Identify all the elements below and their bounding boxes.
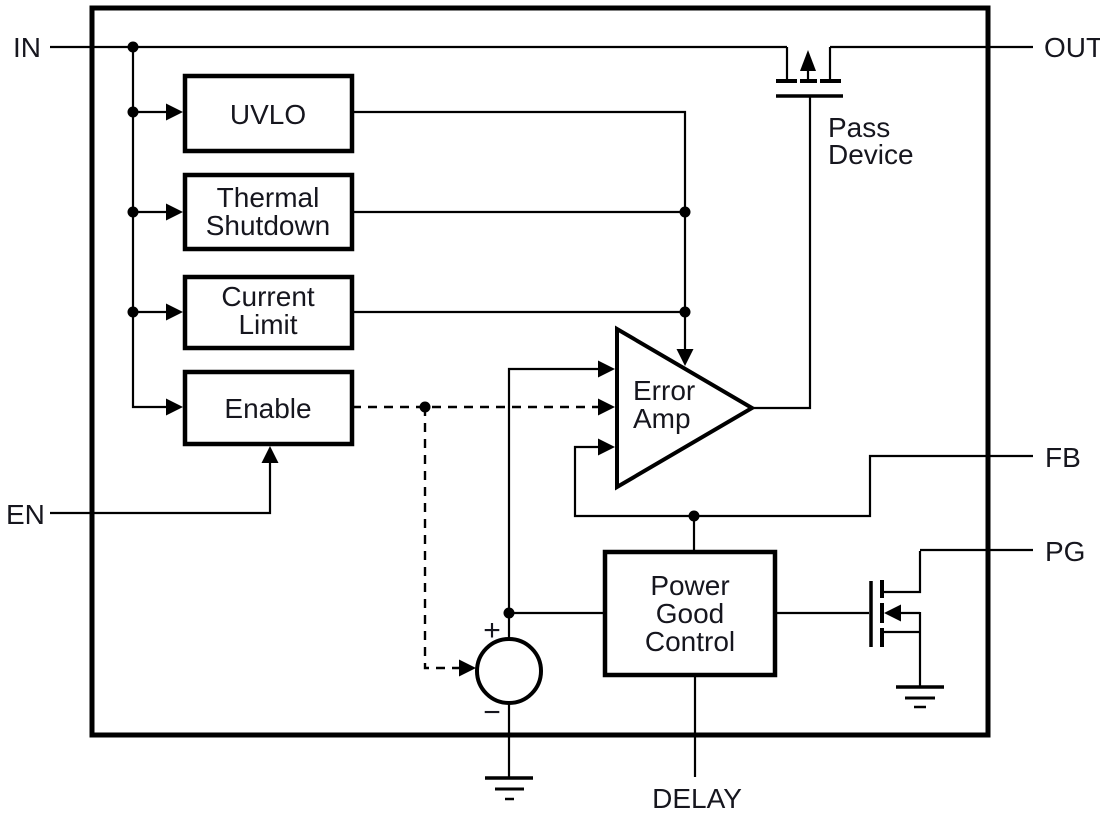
in-rail (131, 47, 166, 409)
reference-minus-sign: − (483, 696, 501, 729)
en-wire (50, 461, 272, 515)
enable-box (182, 369, 355, 447)
error-amp-output-wire (752, 96, 812, 410)
thermal-shutdown-box (182, 172, 355, 252)
voltage-reference: + − (475, 614, 543, 801)
junction-dot (127, 41, 139, 53)
error-amp-label-line2: Amp (633, 403, 691, 434)
arrowhead-enable-input (166, 398, 183, 416)
junction-dot (127, 306, 139, 318)
pin-label-en: EN (6, 499, 45, 530)
pin-labels: IN OUT EN FB PG DELAY (6, 32, 1100, 814)
pass-device-label-line1: Pass (828, 112, 890, 143)
thermal-shutdown-label-line1: Thermal (217, 182, 320, 213)
uvlo-output-wire (352, 110, 687, 351)
pass-device-transistor: Pass Device (776, 47, 914, 170)
power-good-control-label-line3: Control (645, 626, 735, 657)
current-limit-label-line2: Limit (238, 309, 297, 340)
junction-dot (127, 106, 139, 118)
arrowhead-error-amp-top (676, 349, 694, 366)
arrowhead-uvlo-input (166, 103, 183, 121)
pin-label-out: OUT (1044, 32, 1100, 63)
junction-dot (503, 607, 515, 619)
uvlo-label: UVLO (230, 99, 306, 130)
reference-plus-sign: + (483, 614, 501, 647)
pin-label-in: IN (13, 32, 41, 63)
pg-ground-symbol (896, 685, 944, 709)
block-current-limit: Current Limit (182, 274, 355, 351)
pin-label-fb: FB (1045, 442, 1081, 473)
error-amp-label-line1: Error (633, 375, 695, 406)
enable-label: Enable (224, 393, 311, 424)
junction-dot (419, 401, 431, 413)
pass-device-label-line2: Device (828, 139, 914, 170)
thermal-shutdown-label-line2: Shutdown (206, 210, 331, 241)
block-power-good-control: Power Good Control (602, 549, 778, 678)
arrowhead-pass-up (800, 50, 816, 71)
junction-dot (679, 206, 691, 218)
arrowhead-current-limit-input (166, 303, 183, 321)
arrowhead-en-up (261, 446, 279, 463)
error-amp-triangle (615, 325, 756, 491)
block-uvlo: UVLO (182, 73, 355, 154)
current-limit-box (182, 274, 355, 351)
junction-dot (127, 206, 139, 218)
power-good-control-label-line1: Power (650, 570, 729, 601)
pg-transistor (869, 580, 944, 709)
block-enable: Enable (182, 369, 355, 447)
reference-circle (475, 637, 543, 705)
junction-dot (679, 306, 691, 318)
enable-dashed-branch (423, 407, 460, 670)
arrowheads (166, 103, 694, 677)
block-thermal-shutdown: Thermal Shutdown (182, 172, 355, 252)
uvlo-box (182, 73, 355, 154)
pg-drain-wire (883, 551, 922, 594)
junction-dot (688, 510, 700, 522)
wires (50, 45, 1033, 777)
arrowhead-error-amp-input1 (598, 360, 615, 378)
chip-boundary (89, 5, 991, 738)
arrowhead-reference-input (459, 659, 476, 677)
reference-wire (507, 367, 600, 639)
block-error-amp: Error Amp (615, 325, 756, 491)
pin-label-pg: PG (1045, 536, 1085, 567)
junction-dots (127, 41, 700, 619)
current-limit-label-line1: Current (221, 281, 315, 312)
reference-ground-symbol (485, 776, 533, 801)
power-good-control-label-line2: Good (656, 598, 725, 629)
fb-wire (573, 445, 1033, 518)
arrowhead-error-amp-input3 (598, 438, 615, 456)
arrowhead-pg-body (884, 604, 901, 622)
arrowhead-error-amp-input2 (598, 398, 615, 416)
arrowhead-thermal-input (166, 203, 183, 221)
pin-label-delay: DELAY (652, 783, 742, 814)
power-good-control-box (602, 549, 778, 678)
